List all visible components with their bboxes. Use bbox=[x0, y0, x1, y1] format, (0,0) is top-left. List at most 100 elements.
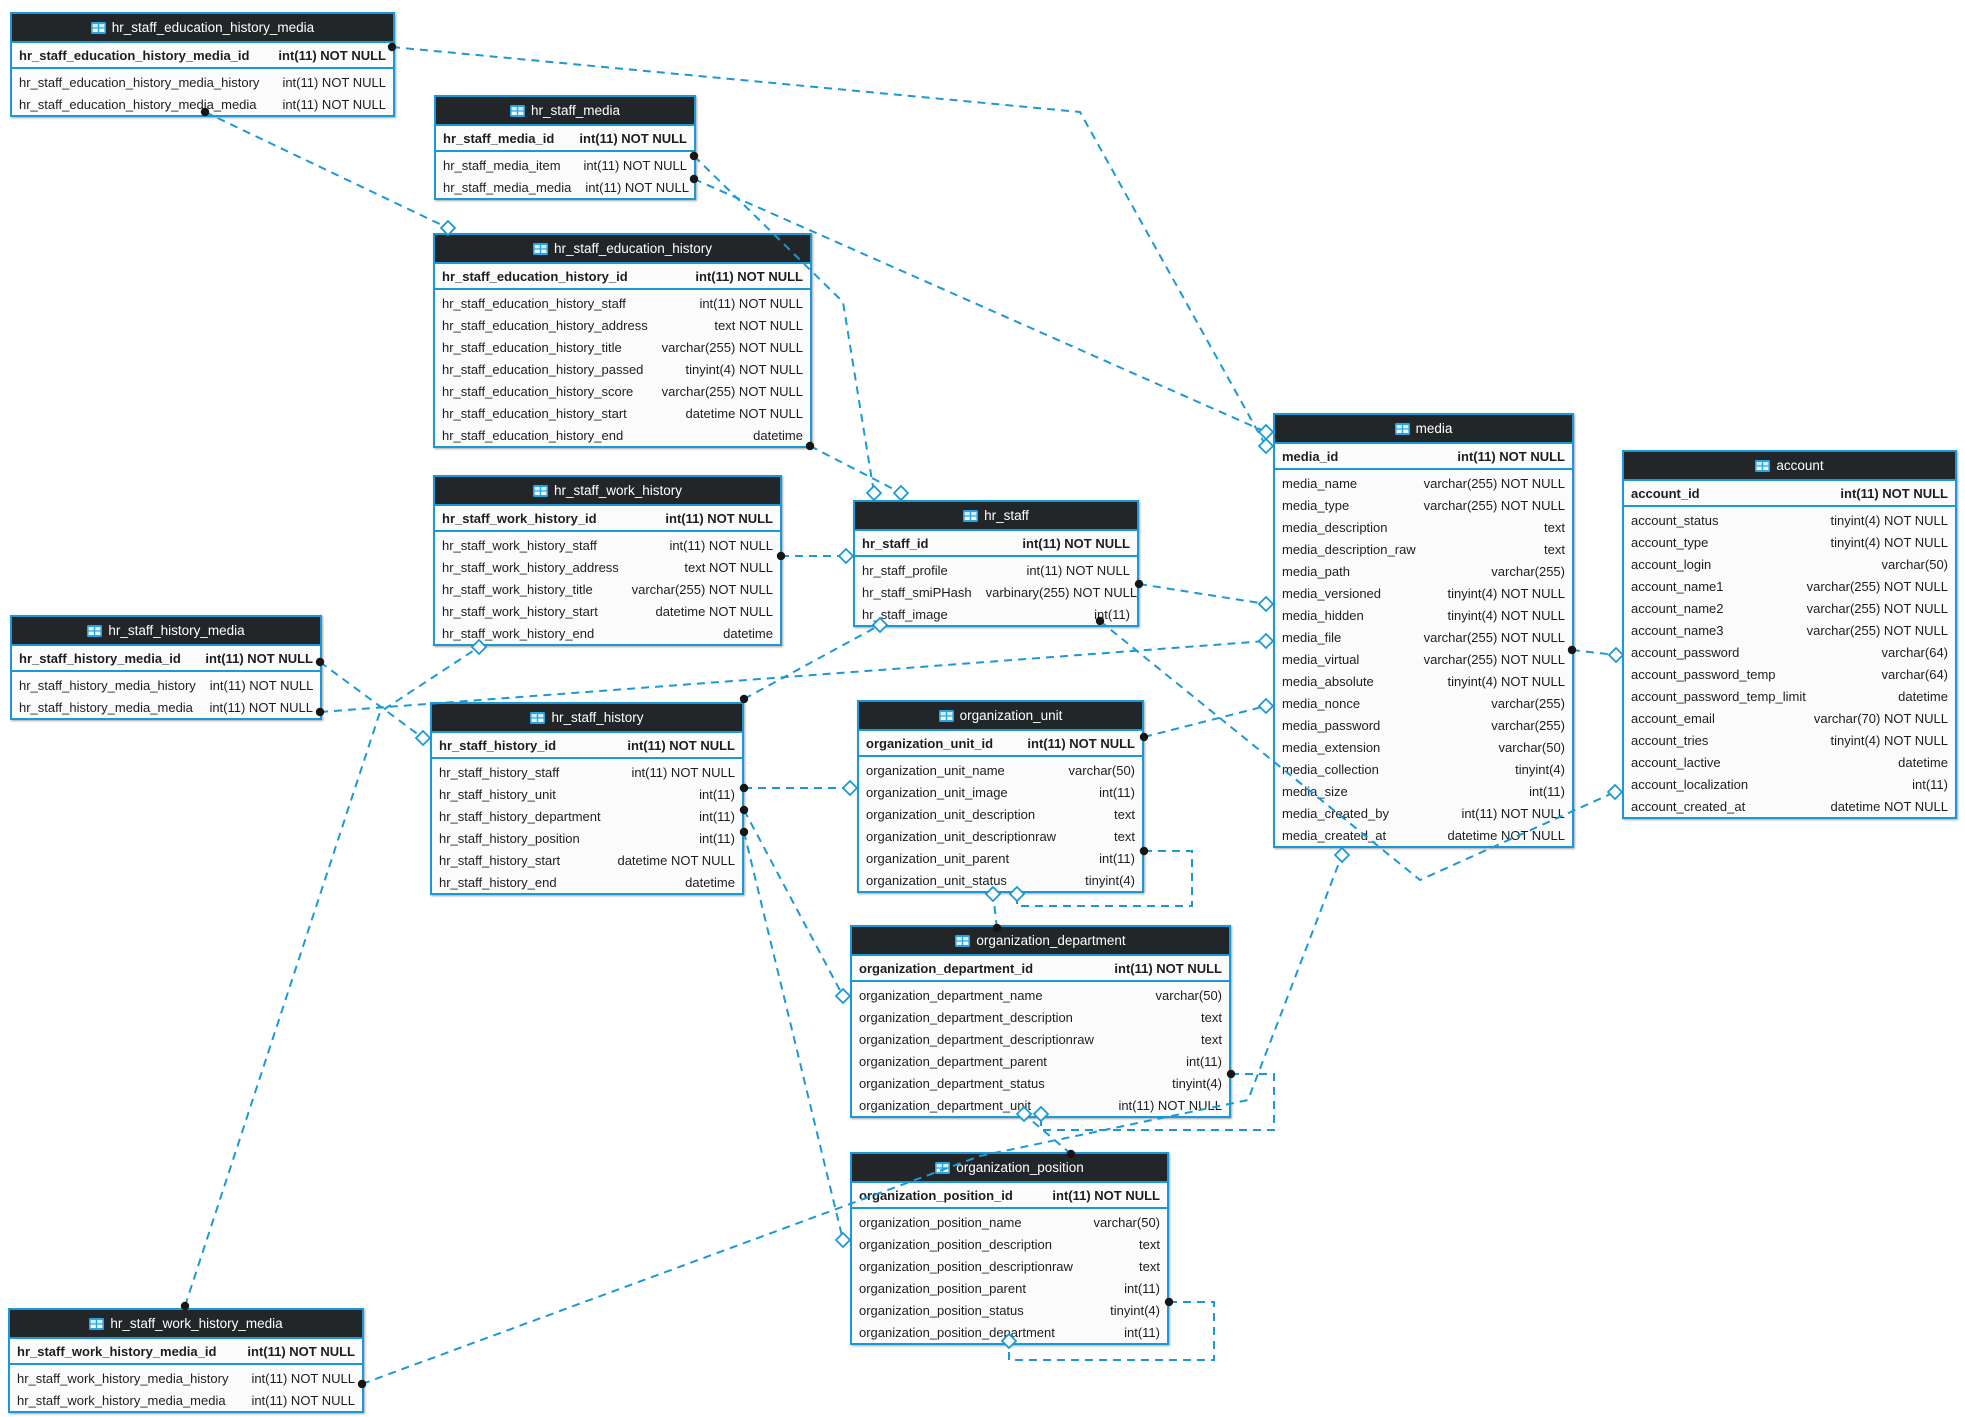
relationship-organization_unit-to-media[interactable] bbox=[1139, 697, 1275, 742]
column-row[interactable]: hr_staff_education_history_media_history… bbox=[12, 71, 393, 93]
table-header[interactable]: hr_staff_education_history bbox=[435, 235, 810, 264]
relationship-hr_staff_history-to-organization_department[interactable] bbox=[739, 805, 852, 1005]
relationship-hr_staff_education_history_media-to-hr_staff_education_history[interactable] bbox=[200, 107, 457, 237]
table-header[interactable]: media bbox=[1275, 415, 1572, 444]
table-header[interactable]: hr_staff_history_media bbox=[12, 617, 320, 646]
table-header[interactable]: hr_staff bbox=[855, 502, 1137, 531]
table-hr_staff_history_media[interactable]: hr_staff_history_media hr_staff_history_m… bbox=[10, 615, 322, 720]
table-header[interactable]: organization_department bbox=[852, 927, 1229, 956]
table-header[interactable]: hr_staff_history bbox=[432, 704, 742, 733]
relationship-hr_staff_work_history-to-hr_staff[interactable] bbox=[776, 547, 855, 565]
table-header[interactable]: organization_position bbox=[852, 1154, 1167, 1183]
table-header[interactable]: hr_staff_media bbox=[436, 97, 694, 126]
relationship-hr_staff_history-to-organization_position[interactable] bbox=[739, 827, 852, 1249]
relationship-hr_staff_education_history-to-hr_staff[interactable] bbox=[805, 441, 910, 502]
table-organization_position[interactable]: organization_position organization_positi… bbox=[850, 1152, 1169, 1345]
table-header[interactable]: hr_staff_education_history_media bbox=[12, 14, 393, 43]
relationship-hr_staff-to-media[interactable] bbox=[1134, 579, 1275, 613]
table-header[interactable]: account bbox=[1624, 452, 1955, 481]
table-header[interactable]: hr_staff_work_history bbox=[435, 477, 780, 506]
